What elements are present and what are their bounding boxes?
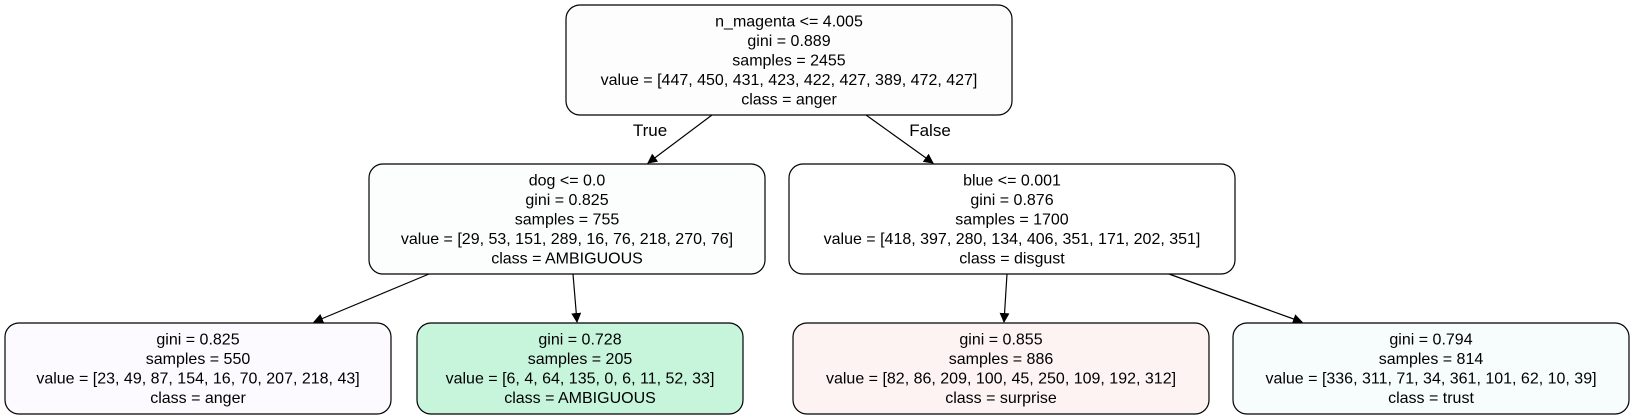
node-line: samples = 886 [949,351,1054,368]
node-line: value = [6, 4, 64, 135, 0, 6, 11, 52, 33… [446,371,715,388]
node-line: class = anger [741,91,837,108]
node-line: dog <= 0.0 [529,172,606,189]
node-line: gini = 0.728 [538,332,621,349]
tree-node-right: blue <= 0.001 gini = 0.876 samples = 1700 v… [788,163,1236,275]
node-line: gini = 0.825 [156,332,239,349]
node-box [416,322,744,415]
node-line: n_magenta <= 4.005 [715,13,863,30]
node-line: value = [336, 311, 71, 34, 361, 101, 62,… [1265,371,1596,388]
node-line: gini = 0.876 [970,192,1053,209]
node-box [368,163,766,275]
node-line: samples = 814 [1379,351,1484,368]
node-line: gini = 0.889 [747,33,830,50]
node-line: value = [82, 86, 209, 100, 45, 250, 109,… [826,371,1176,388]
node-line: value = [29, 53, 151, 289, 16, 76, 218, … [401,231,733,248]
node-box [565,4,1013,116]
node-line: samples = 205 [528,351,633,368]
nodes: n_magenta <= 4.005 gini = 0.889 samples = … [4,4,1630,415]
node-line: class = AMBIGUOUS [491,250,643,267]
node-line: class = trust [1388,390,1474,407]
tree-node-leaf3: gini = 0.855 samples = 886 value = [82, 86… [792,322,1210,415]
node-line: value = [23, 49, 87, 154, 16, 70, 207, 2… [36,371,359,388]
edge-right-to-leaf3 [999,273,1010,323]
node-line: class = surprise [945,390,1057,407]
node-line: samples = 1700 [955,211,1069,228]
node-box [1232,322,1630,415]
edge-right-to-leaf4 [1168,273,1303,324]
tree-node-root: n_magenta <= 4.005 gini = 0.889 samples = … [565,4,1013,116]
edge-root-to-right [865,114,934,164]
edge-root-to-left [647,114,713,164]
node-line: class = anger [150,390,246,407]
edges: True False [313,114,1303,324]
node-line: class = disgust [959,250,1065,267]
tree-node-left: dog <= 0.0 gini = 0.825 samples = 755 value… [368,163,766,275]
node-line: gini = 0.825 [525,192,608,209]
edge-label-true: True [633,121,667,140]
node-line: samples = 2455 [732,52,846,69]
node-line: gini = 0.794 [1389,332,1472,349]
node-box [788,163,1236,275]
tree-node-leaf1: gini = 0.825 samples = 550 value = [23, 49… [4,322,392,415]
edge-label-false: False [909,121,951,140]
node-box [4,322,392,415]
node-line: samples = 550 [146,351,251,368]
node-line: samples = 755 [515,211,620,228]
node-line: value = [447, 450, 431, 423, 422, 427, 3… [601,72,978,89]
node-line: gini = 0.855 [959,332,1042,349]
node-box [792,322,1210,415]
node-line: value = [418, 397, 280, 134, 406, 351, 1… [824,231,1201,248]
node-line: blue <= 0.001 [963,172,1061,189]
tree-node-leaf2: gini = 0.728 samples = 205 value = [6, 4, … [416,322,744,415]
node-line: class = AMBIGUOUS [504,390,656,407]
tree-node-leaf4: gini = 0.794 samples = 814 value = [336, 3… [1232,322,1630,415]
edge-left-to-leaf2 [571,273,582,323]
edge-left-to-leaf1 [313,273,430,324]
